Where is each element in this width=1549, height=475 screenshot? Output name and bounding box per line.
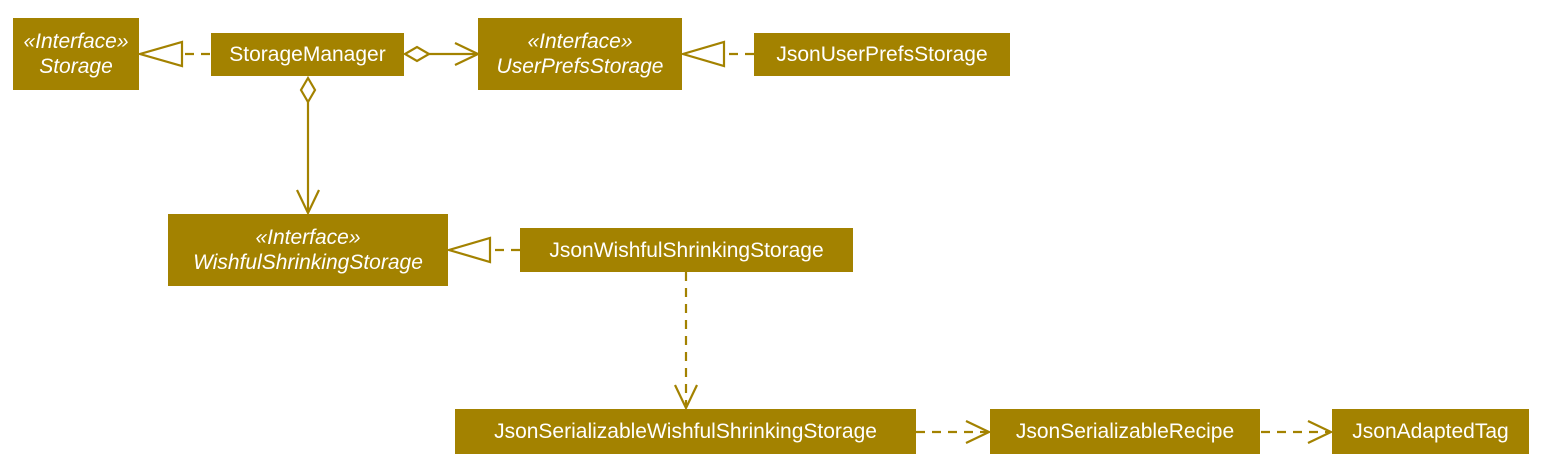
class-json-serializable-recipe: JsonSerializableRecipe	[990, 409, 1260, 454]
edge-storagemanager-aggregates-wishfulshrinkingstorage	[296, 75, 320, 216]
edge-storagemanager-realizes-storage	[135, 40, 210, 68]
class-json-serializable-wishful-shrinking-storage: JsonSerializableWishfulShrinkingStorage	[455, 409, 916, 454]
class-name: StorageManager	[229, 43, 386, 66]
class-user-prefs-storage: «Interface» UserPrefsStorage	[478, 18, 682, 90]
edge-jsonserializablerecipe-depends-jsonadaptedtag	[1261, 420, 1334, 444]
class-name: WishfulShrinkingStorage	[193, 251, 423, 274]
class-name: JsonSerializableRecipe	[1015, 420, 1235, 443]
class-json-wishful-shrinking-storage: JsonWishfulShrinkingStorage	[520, 228, 853, 272]
class-name: JsonAdaptedTag	[1352, 420, 1509, 443]
class-wishful-shrinking-storage: «Interface» WishfulShrinkingStorage	[168, 214, 448, 286]
stereotype-label: «Interface»	[527, 30, 633, 53]
class-json-user-prefs-storage: JsonUserPrefsStorage	[754, 33, 1010, 76]
edge-jsonserializablewishfulshrinkingstorage-depends-jsonserializablerecipe	[916, 420, 992, 444]
edge-jsonwishfulshrinkingstorage-depends-jsonserializablewishfulshrinkingstorage	[674, 272, 698, 411]
class-name: JsonWishfulShrinkingStorage	[549, 238, 824, 262]
class-json-adapted-tag: JsonAdaptedTag	[1332, 409, 1529, 454]
edge-storagemanager-aggregates-userprefsstorage	[402, 42, 481, 66]
edge-jsonuserprefsstorage-realizes-userprefsstorage	[679, 40, 754, 68]
stereotype-label: «Interface»	[23, 30, 129, 53]
class-name: JsonSerializableWishfulShrinkingStorage	[494, 420, 877, 443]
class-name: JsonUserPrefsStorage	[776, 43, 988, 66]
edge-jsonwishfulshrinkingstorage-realizes-wishfulshrinkingstorage	[445, 236, 520, 264]
class-name: Storage	[39, 55, 113, 78]
class-storage-manager: StorageManager	[211, 33, 404, 76]
stereotype-label: «Interface»	[255, 226, 361, 249]
class-storage: «Interface» Storage	[13, 18, 139, 90]
class-name: UserPrefsStorage	[496, 55, 664, 78]
